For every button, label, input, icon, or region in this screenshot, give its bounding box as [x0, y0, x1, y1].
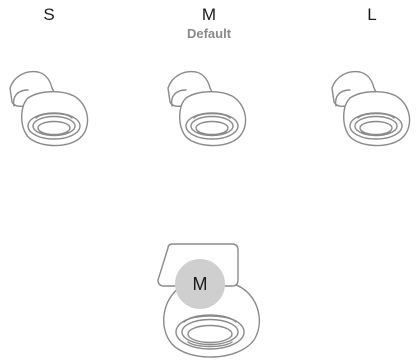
ear-tip-small-icon[interactable]	[4, 66, 99, 152]
ear-tip-medium-icon[interactable]	[162, 66, 257, 152]
size-default-label: Default	[186, 26, 232, 41]
selected-size-badge: M	[175, 259, 225, 309]
size-label-l: L	[367, 5, 377, 24]
size-label-m: M	[201, 5, 217, 24]
size-label-s: S	[43, 5, 55, 24]
ear-tip-large-icon[interactable]	[326, 66, 416, 152]
